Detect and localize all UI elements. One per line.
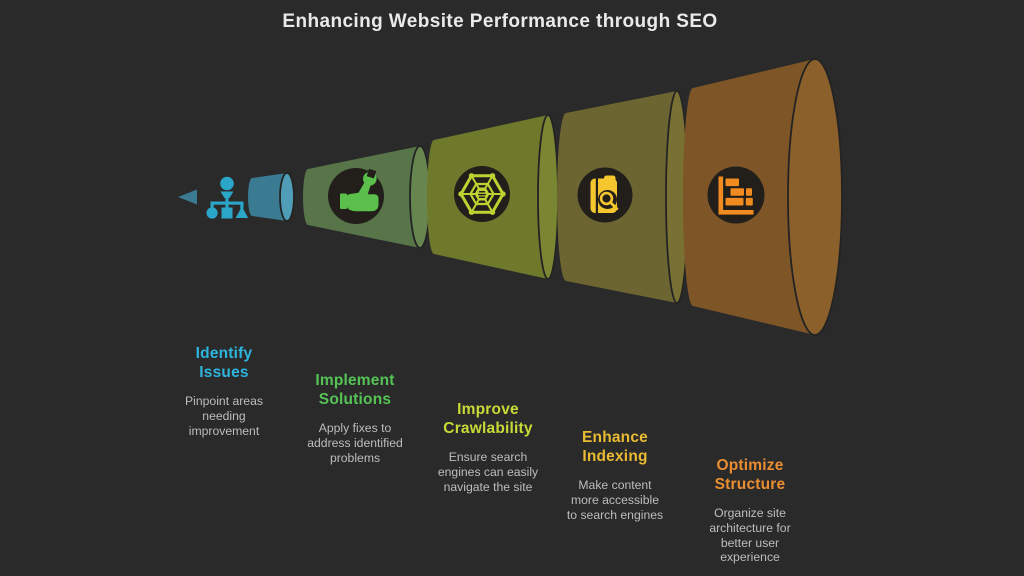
sitemap-icon (206, 176, 249, 219)
funnel-tip (178, 189, 197, 205)
funnel-cap-5 (787, 58, 843, 336)
stage-4-label-block: Enhance Indexing Make content more acces… (540, 429, 690, 522)
stage-2-description: Apply fixes to address identified proble… (307, 420, 403, 465)
stage-4-title: Enhance Indexing (581, 429, 648, 465)
stage-2-title: Implement Solutions (315, 372, 395, 408)
stage-2-label-block: Implement Solutions Apply fixes to addre… (280, 372, 430, 465)
hand-wrench-icon (340, 168, 379, 212)
stage-5-title: Optimize Structure (714, 457, 786, 493)
book-search-icon (590, 175, 619, 213)
spider-web-icon (458, 173, 506, 215)
funnel-cap-3 (537, 114, 559, 280)
stage-3-title: Improve Crawlability (443, 401, 533, 437)
stage-3-label-block: Improve Crawlability Ensure search engin… (413, 401, 563, 494)
stage-1-title: Identify Issues (195, 345, 253, 381)
stage-3-description: Ensure search engines can easily navigat… (437, 449, 539, 494)
stage-1-label-block: Identify Issues Pinpoint areas needing i… (149, 345, 299, 438)
funnel-cap-1 (279, 172, 295, 222)
stage-5-description: Organize site architecture for better us… (709, 505, 791, 565)
stage-1-description: Pinpoint areas needing improvement (185, 393, 263, 438)
gantt-structure-icon (718, 176, 754, 215)
page-title: Enhancing Website Performance through SE… (282, 11, 718, 32)
stage-4-description: Make content more accessible to search e… (566, 477, 664, 522)
stage-5-label-block: Optimize Structure Organize site archite… (675, 457, 825, 565)
